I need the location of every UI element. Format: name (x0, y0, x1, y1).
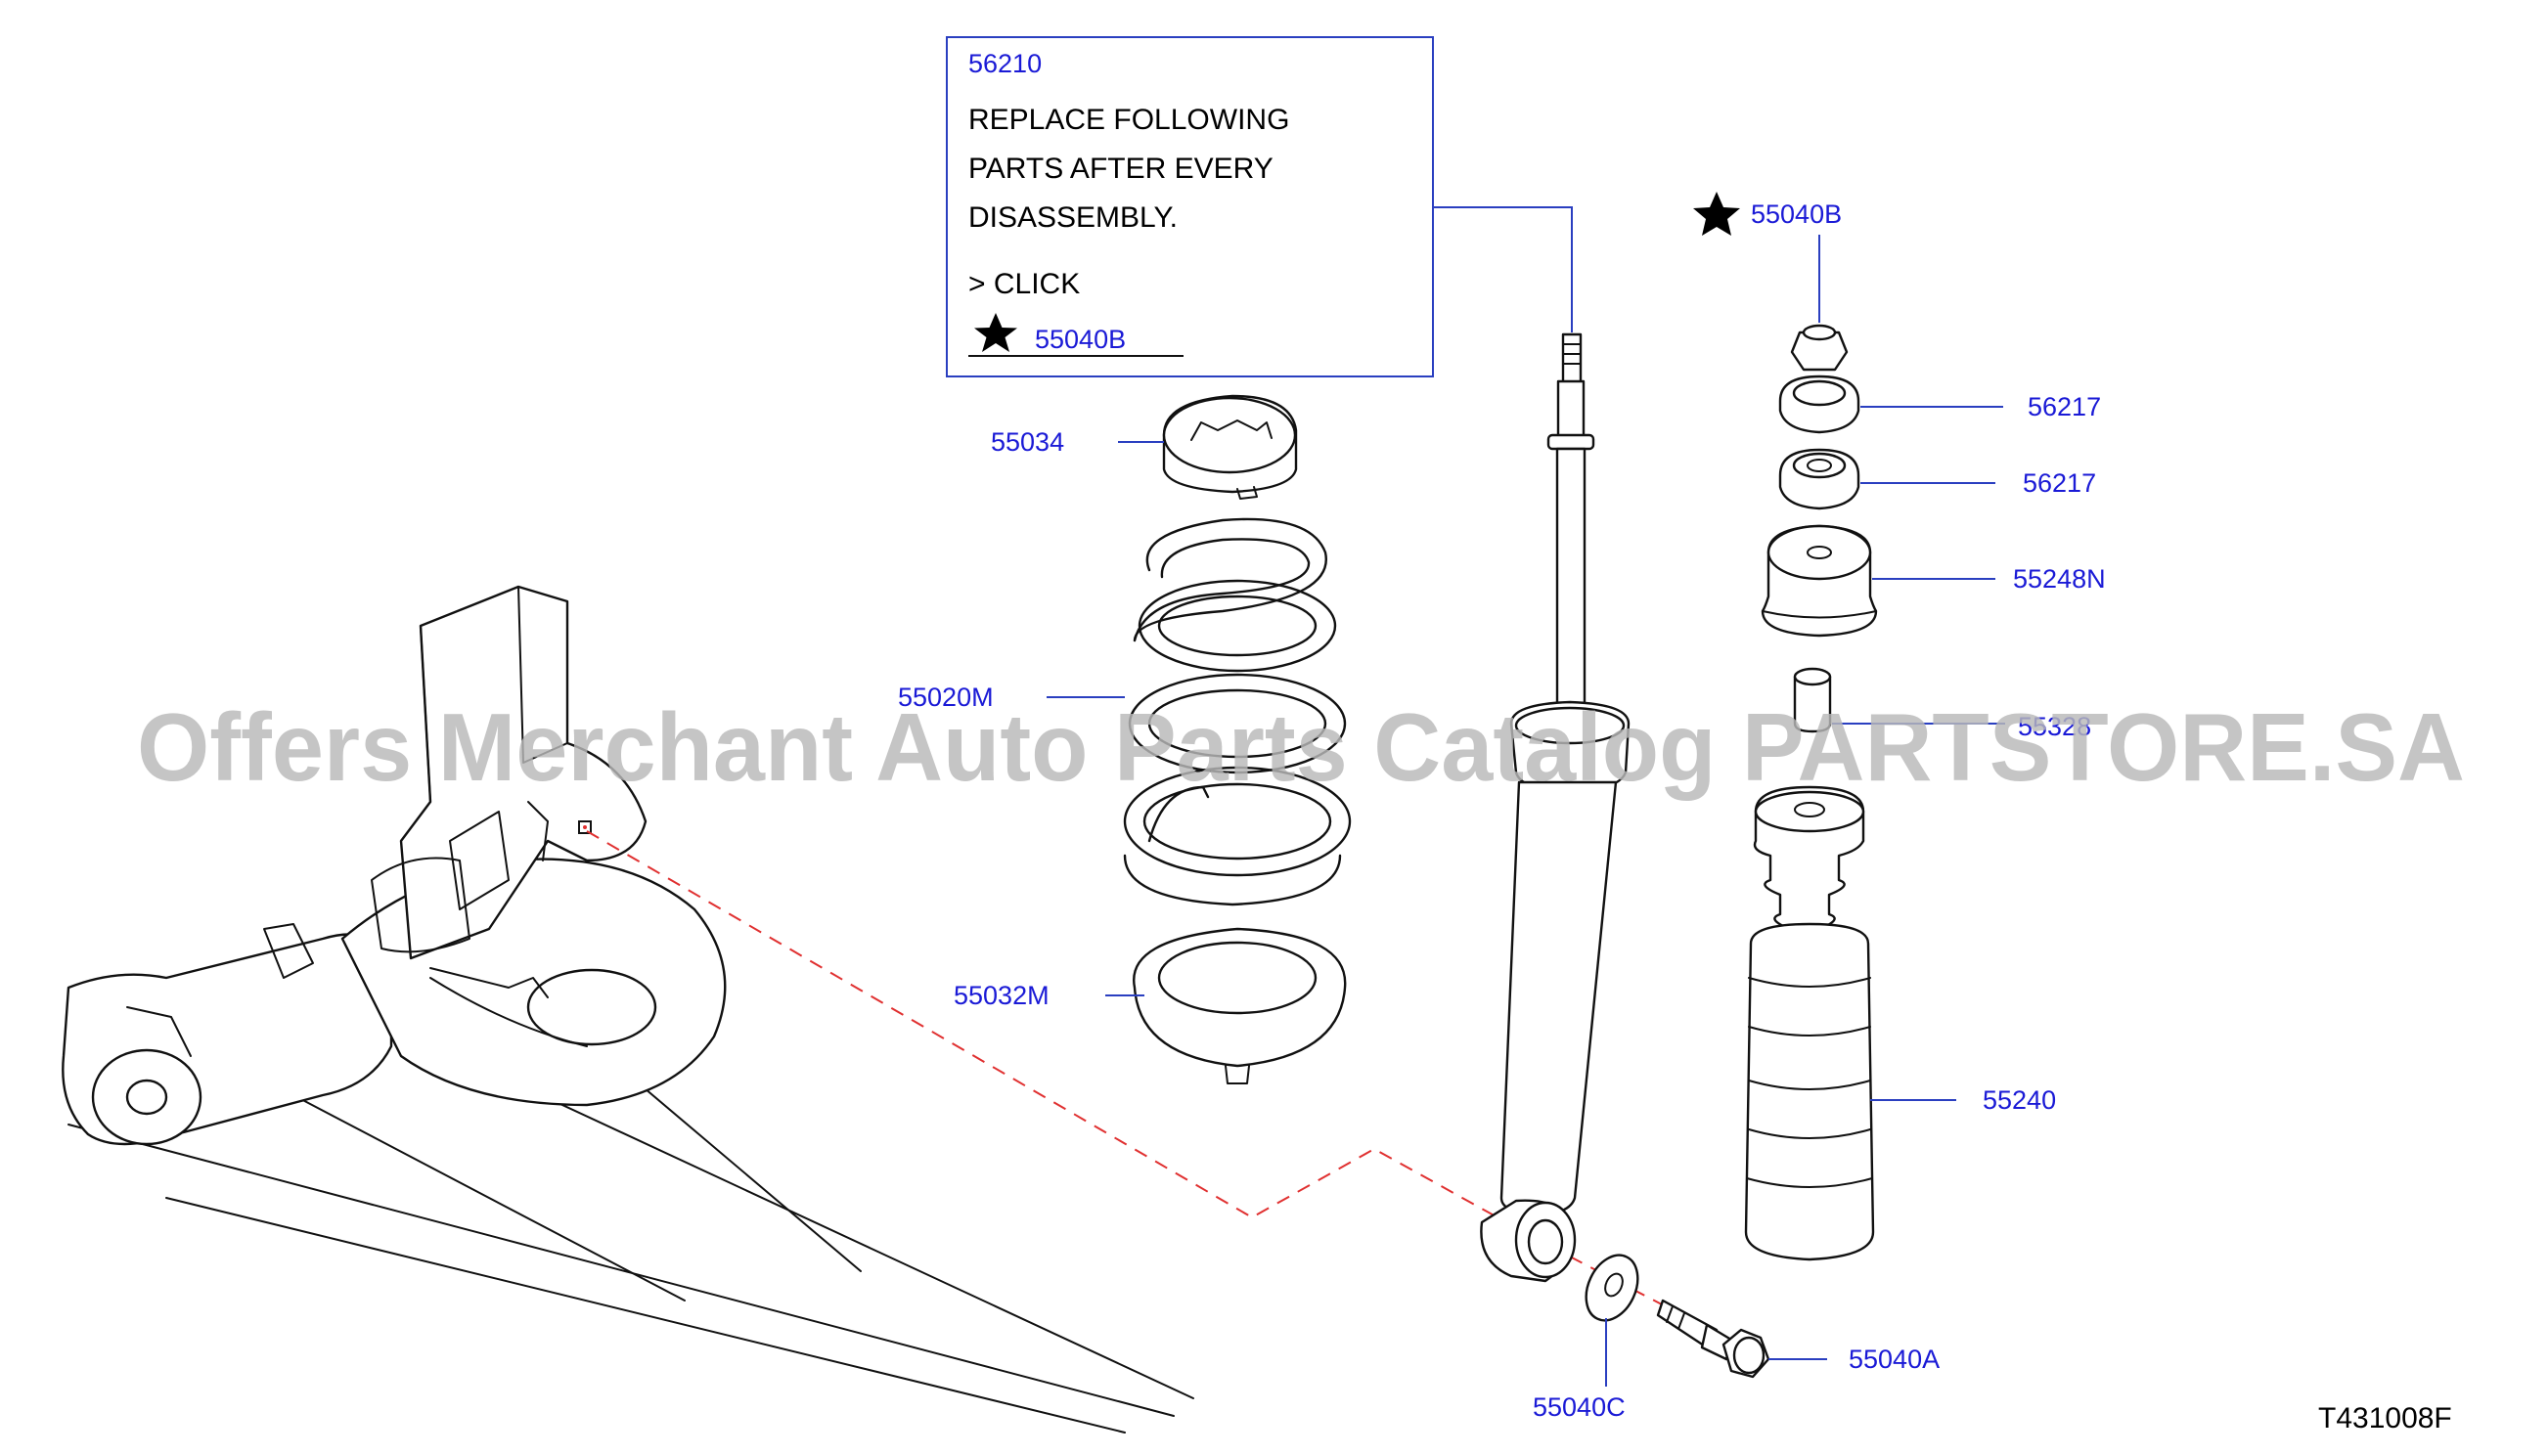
diagram-code: T431008F (2318, 1402, 2452, 1434)
collar-55328 (1793, 667, 1832, 733)
callout-55328[interactable]: 55328 (2018, 712, 2091, 741)
note-star-ref-55040B[interactable]: 55040B (1035, 325, 1126, 354)
callout-55032M[interactable]: 55032M (954, 981, 1050, 1010)
coil-spring-55020M (1123, 517, 1352, 906)
callout-55040C[interactable]: 55040C (1533, 1392, 1626, 1422)
callout-55240[interactable]: 55240 (1983, 1085, 2056, 1115)
bushing-56217-lower (1778, 448, 1860, 510)
washer-55040C (1585, 1254, 1639, 1322)
mount-bushing-55248N (1761, 524, 1878, 638)
black-star-icon (1693, 192, 1740, 236)
callout-55248N[interactable]: 55248N (2013, 564, 2106, 594)
watermark-text: Offers Merchant Auto Parts Catalog PARTS… (137, 693, 2465, 801)
note-click-text: > CLICK (968, 268, 1080, 300)
upper-spring-seat-55034 (1162, 394, 1298, 500)
note-line-3: DISASSEMBLY. (968, 201, 1178, 234)
callout-55040A[interactable]: 55040A (1849, 1345, 1940, 1374)
callout-56217-lower[interactable]: 56217 (2023, 468, 2096, 498)
bolt-55040A (1656, 1299, 1770, 1379)
rear-axle-drawing (62, 585, 1194, 1434)
note-line-1: REPLACE FOLLOWING (968, 104, 1289, 136)
bushing-56217-upper (1778, 375, 1860, 434)
note-line-2: PARTS AFTER EVERY (968, 153, 1274, 185)
shock-absorber-56210 (1480, 332, 1631, 1283)
black-star-icon (974, 313, 1017, 352)
callout-55040B[interactable]: 55040B (1751, 199, 1842, 229)
nut-55040B (1790, 324, 1849, 372)
bump-stopper-55240 (1744, 785, 1875, 1261)
replacement-note-box: 56210 REPLACE FOLLOWING PARTS AFTER EVER… (946, 36, 1434, 377)
callout-55034[interactable]: 55034 (991, 427, 1064, 457)
callout-56217-upper[interactable]: 56217 (2028, 392, 2101, 421)
callout-55020M[interactable]: 55020M (898, 683, 994, 712)
note-ref-56210[interactable]: 56210 (968, 49, 1042, 78)
lower-spring-seat-55032M (1133, 927, 1347, 1084)
